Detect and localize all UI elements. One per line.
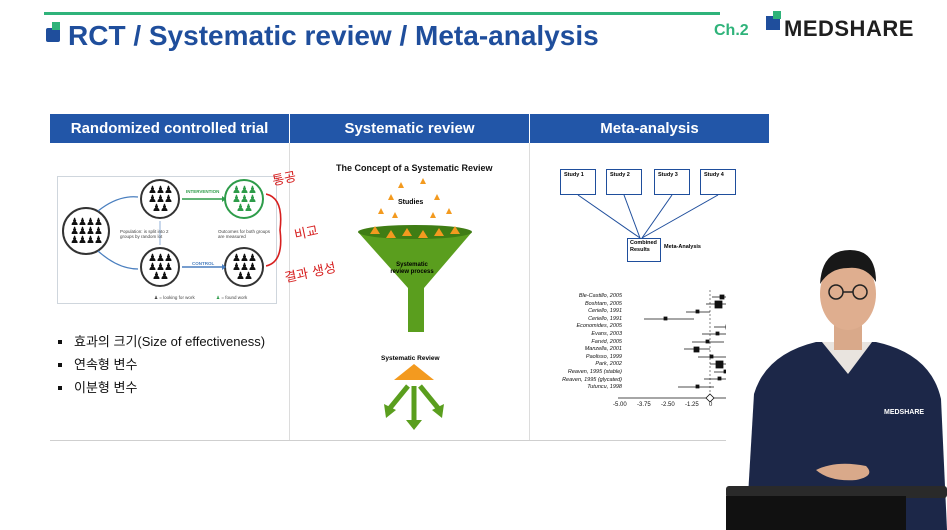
column-divider — [529, 143, 530, 440]
bullet-item: 연속형 변수 — [58, 353, 265, 376]
review-process-label: Systematic review process — [390, 262, 434, 275]
forest-study-label: Evans, 2003 — [591, 330, 622, 337]
outcome-note: Outcomes for both groups are measured — [218, 229, 271, 239]
population-note: Population: is split into 2 groups by ra… — [120, 229, 169, 239]
meta-connector-lines — [577, 195, 719, 239]
combined-results-box: Combined Results — [627, 238, 661, 262]
forest-tick-label: -3.75 — [637, 402, 651, 408]
legend-looking: ♟ = looking for work — [154, 295, 195, 300]
study-box: Study 1 — [560, 169, 596, 195]
forest-study-label: Ble-Castillo, 2005 — [578, 293, 622, 299]
column-header-systematic-review: Systematic review — [290, 114, 530, 143]
forest-tick-label: -1.25 — [685, 402, 699, 408]
brand-name: MEDSHARE — [784, 16, 914, 41]
study-box: Study 3 — [654, 169, 690, 195]
comparison-bracket — [266, 193, 282, 267]
study-box: Study 4 — [700, 169, 736, 195]
systematic-review-title: The Concept of a Systematic Review — [336, 163, 493, 173]
forest-study-label: Tutuncu, 1998 — [587, 384, 622, 391]
column-header-rct: Randomized controlled trial — [50, 114, 290, 143]
handwritten-annotation: 통공 — [271, 169, 298, 190]
forest-tick-label: 0 — [709, 402, 713, 408]
column-divider — [289, 143, 290, 440]
brand-logo-icon — [766, 11, 781, 30]
presenter-video: MEDSHARE — [726, 224, 947, 530]
forest-study-label: Paolisso, 1999 — [585, 353, 622, 360]
study-box: Study 2 — [606, 169, 642, 195]
control-label: CONTROL — [192, 261, 215, 266]
systematic-review-funnel — [358, 178, 472, 332]
meta-analysis-label: Meta-Analysis — [664, 244, 701, 250]
legend-found: ♟ = found work — [216, 295, 248, 300]
header-rule — [44, 12, 720, 15]
forest-study-label: Boshtam, 2005 — [585, 300, 622, 307]
svg-text:MEDSHARE: MEDSHARE — [884, 409, 924, 416]
forest-study-label: Manzella, 2001 — [584, 346, 622, 353]
forest-study-label: Economides, 2005 — [576, 323, 622, 330]
handwritten-annotation: 비교 — [293, 223, 320, 244]
forest-plot-labels: Ble-Castillo, 2005 Boshtam, 2005 Ceriell… — [548, 293, 622, 392]
slide-title: RCT / Systematic review / Meta-analysis — [68, 20, 599, 51]
column-header-meta-analysis: Meta-analysis — [530, 114, 769, 143]
rct-diagram: ♟♟♟♟♟♟♟♟♟♟♟♟ ♟♟♟♟♟♟♟♟ ♟♟♟♟♟♟♟♟ ♟♟♟♟♟♟♟♟ … — [57, 176, 277, 304]
rct-bullet-list: 효과의 크기(Size of effectiveness) 연속형 변수 이분형… — [58, 330, 265, 399]
forest-study-label: Farvid, 2005 — [591, 338, 622, 345]
intervention-label: INTERVENTION — [186, 189, 220, 194]
forest-tick-label: -2.50 — [661, 402, 675, 408]
table-bottom-rule — [50, 440, 769, 441]
population-circle: ♟♟♟♟♟♟♟♟♟♟♟♟ — [62, 207, 110, 255]
forest-tick-label: -5.00 — [613, 402, 627, 408]
control-group-circle: ♟♟♟♟♟♟♟♟ — [140, 247, 180, 287]
column-headers: Randomized controlled trial Systematic r… — [50, 114, 769, 143]
forest-study-label: Park, 2002 — [595, 361, 622, 368]
title-logo-icon — [46, 22, 60, 42]
forest-study-label: Ceriello, 1991 — [588, 308, 622, 315]
rct-arrows — [97, 196, 226, 270]
control-outcome-circle: ♟♟♟♟♟♟♟♟ — [224, 247, 264, 287]
forest-study-label: Ceriello, 1991 — [588, 315, 622, 322]
forest-study-label: Reaven, 1995 (glycated) — [562, 376, 622, 383]
handwritten-annotation: 결과 생성 — [283, 260, 338, 287]
systematic-review-output-label: Systematic Review — [381, 355, 440, 362]
intervention-group-circle: ♟♟♟♟♟♟♟♟ — [140, 179, 180, 219]
studies-label: Studies — [398, 199, 424, 206]
forest-study-label: Reaven, 1995 (stable) — [567, 368, 622, 375]
bullet-item: 이분형 변수 — [58, 376, 265, 399]
chapter-label: Ch.2 — [714, 22, 749, 39]
systematic-review-output — [384, 364, 444, 430]
bullet-item: 효과의 크기(Size of effectiveness) — [58, 330, 265, 353]
forest-plot — [618, 290, 742, 402]
